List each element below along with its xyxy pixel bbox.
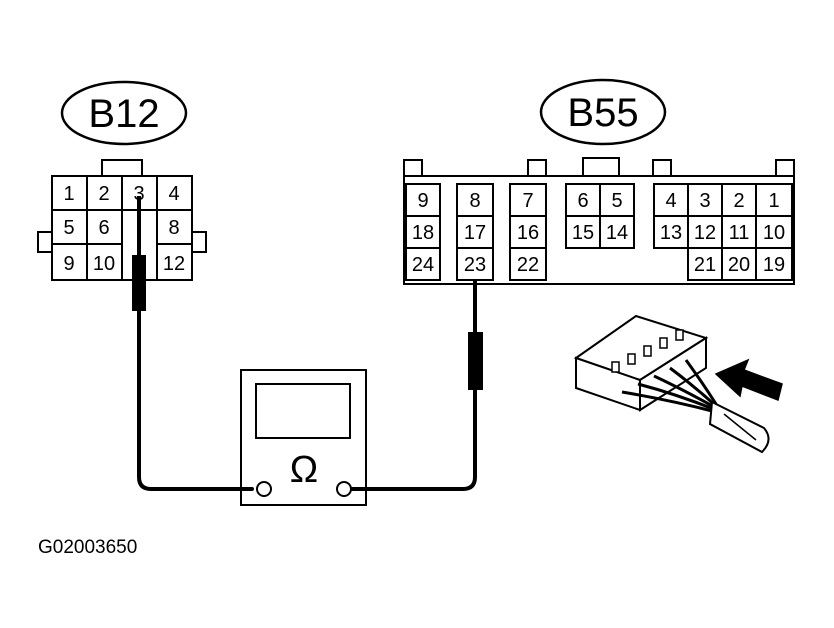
b55-pin-label: 23 (464, 254, 486, 276)
probe-left (132, 196, 146, 311)
b12-pin-label: 10 (93, 253, 115, 275)
b55-pin-label: 6 (577, 190, 588, 212)
ohm-symbol-icon: Ω (290, 449, 318, 491)
b55-pin-label: 17 (464, 222, 486, 244)
b55-pin-label: 20 (728, 254, 750, 276)
b55-tab (775, 159, 795, 177)
inset-cavity (611, 361, 620, 373)
right-test-lead (350, 388, 477, 491)
b12-pin-label: 6 (98, 217, 109, 239)
inset-wires (621, 359, 718, 414)
b12-pin-label: 12 (163, 253, 185, 275)
b55-pin-label: 4 (665, 190, 676, 212)
b55-pin-label: 8 (469, 190, 480, 212)
b55-tab (652, 159, 672, 177)
b55-label: B55 (567, 91, 638, 135)
back-probe-inset (573, 314, 783, 454)
b12-pin-label: 2 (98, 183, 109, 205)
left-test-lead (137, 309, 254, 491)
b55-cell (509, 247, 547, 281)
figure-id: G02003650 (38, 537, 137, 558)
b55-tab (527, 159, 547, 177)
b55-pin-label: 1 (768, 190, 779, 212)
b12-pin-label: 4 (168, 183, 179, 205)
connector-b55: B55 (403, 78, 795, 285)
inset-harness-line (723, 413, 757, 441)
b12-pin-label: 5 (63, 217, 74, 239)
b55-pin-label: 15 (572, 222, 594, 244)
b55-cell (599, 215, 635, 249)
b55-lock-tab (582, 157, 620, 177)
ohmmeter-terminal-right (336, 481, 352, 497)
ohmmeter-terminal-left (256, 481, 272, 497)
b55-cell (456, 247, 494, 281)
b55-cell (755, 215, 793, 249)
b55-cell (405, 247, 441, 281)
ohmmeter-body (240, 369, 367, 506)
b12-label: B12 (88, 92, 159, 136)
inset-cavity (643, 345, 652, 357)
b55-cell (721, 183, 757, 217)
b55-cell (599, 183, 635, 217)
b55-pin-label: 3 (699, 190, 710, 212)
b12-lock-tab (101, 159, 143, 177)
b55-pin-label: 9 (417, 190, 428, 212)
b12-side-ear-left (37, 231, 53, 253)
b55-pin-label: 11 (729, 222, 750, 244)
inset-cavity (675, 329, 684, 341)
b55-pin-label: 18 (412, 222, 434, 244)
b12-pin-label: 3 (133, 183, 144, 205)
ohmmeter-display (255, 383, 351, 439)
b55-pin-label: 16 (517, 222, 539, 244)
b55-pin-label: 14 (606, 222, 628, 244)
b12-cell (86, 243, 123, 281)
b55-pin-label: 10 (763, 222, 785, 244)
b12-pin-label: 9 (63, 253, 74, 275)
b55-cell (405, 183, 441, 217)
probe-left-body (132, 255, 146, 311)
b55-cell (687, 215, 723, 249)
b55-pin-label: 21 (694, 254, 716, 276)
b12-cell (156, 175, 193, 211)
b55-tab (403, 159, 423, 177)
b55-cell (755, 247, 793, 281)
ohmmeter: Ω (240, 369, 367, 506)
b55-pin-label: 12 (694, 222, 716, 244)
b55-label-ellipse (539, 78, 667, 146)
b55-pin-label: 13 (660, 222, 682, 244)
b12-pin-label: 8 (168, 217, 179, 239)
inset-cavity (659, 337, 668, 349)
b55-cell (687, 183, 723, 217)
inset-cavity (627, 353, 636, 365)
b55-pin-label: 5 (611, 190, 622, 212)
b12-side-ear-right (191, 231, 207, 253)
b55-housing (403, 175, 795, 285)
b12-cell (156, 209, 193, 245)
probe-right-body (468, 332, 483, 390)
b55-pin-label: 22 (517, 254, 539, 276)
arrow-icon (714, 358, 783, 402)
b55-pin-label: 24 (412, 254, 434, 276)
b12-cell (156, 243, 193, 281)
b12-pin-label: 1 (63, 183, 74, 205)
b55-pin-label: 7 (522, 190, 533, 212)
b55-cell (456, 215, 494, 249)
b12-cell (86, 209, 123, 245)
b55-cell (653, 215, 689, 249)
probe-right (468, 280, 483, 390)
b55-pin-label: 19 (763, 254, 785, 276)
connector-b12: B12 1 2 3 4 5 6 8 9 10 12 (37, 80, 207, 281)
b12-label-ellipse (60, 80, 188, 146)
inset-connector-back (639, 336, 707, 412)
b55-pin-label: 2 (733, 190, 744, 212)
